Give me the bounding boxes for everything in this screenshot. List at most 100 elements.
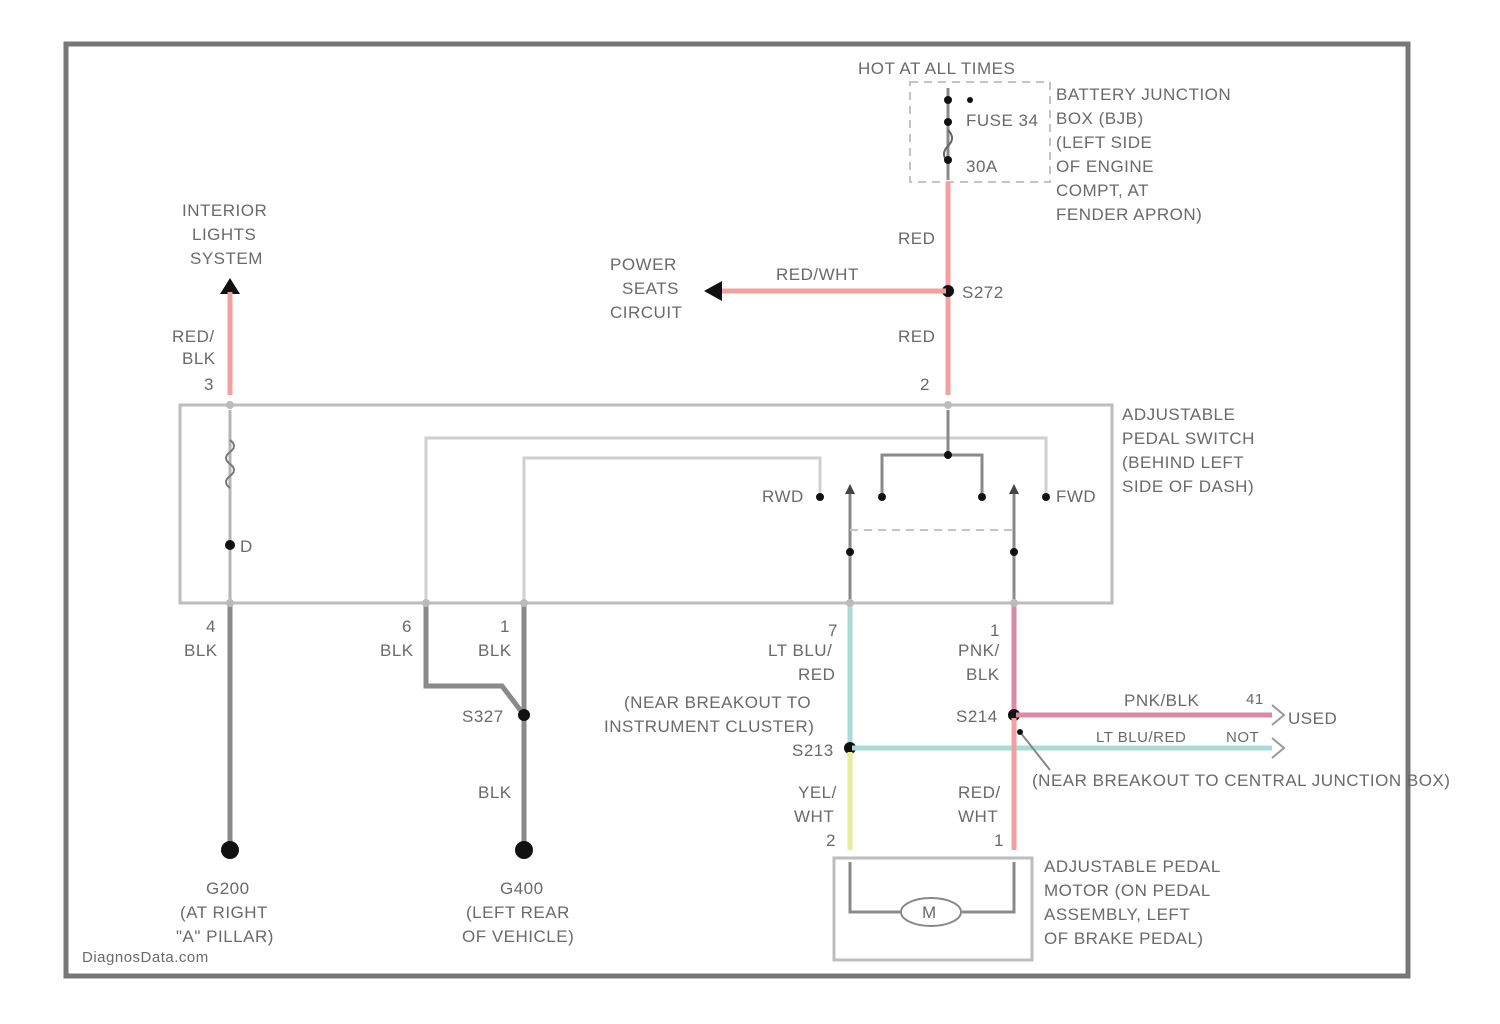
pin-label: 41 xyxy=(1246,691,1264,708)
svg-text:(LEFT REAR: (LEFT REAR xyxy=(466,903,570,922)
wire-label-red-blk: RED/ xyxy=(172,327,215,346)
svg-text:OF VEHICLE): OF VEHICLE) xyxy=(462,927,574,946)
switch-arm-arrow-icon xyxy=(845,484,855,494)
battery-junction-label: BATTERY JUNCTION BOX (BJB) (LEFT SIDE OF… xyxy=(1056,85,1231,224)
fuse-amp: 30A xyxy=(966,157,998,176)
switch-common-wire xyxy=(882,410,982,495)
wire-label-red-wht: WHT xyxy=(958,807,998,826)
near-breakout-cjb: (NEAR BREAKOUT TO CENTRAL JUNCTION BOX) xyxy=(1032,771,1450,790)
svg-text:COMPT, AT: COMPT, AT xyxy=(1056,181,1149,200)
pin-label: 1 xyxy=(990,621,1000,640)
pin-label: 2 xyxy=(826,831,836,850)
wire-label-pnk-blk: PNK/ xyxy=(958,641,1000,660)
splice-s272-label: S272 xyxy=(962,283,1004,302)
switch-contact xyxy=(878,493,886,501)
near-breakout-ic: INSTRUMENT CLUSTER) xyxy=(604,717,814,736)
arrow-left-icon xyxy=(704,281,722,301)
fuse-terminal xyxy=(944,118,952,126)
svg-text:BATTERY JUNCTION: BATTERY JUNCTION xyxy=(1056,85,1231,104)
pin-label: 7 xyxy=(828,621,838,640)
leader-line xyxy=(1020,732,1050,770)
leader-dot xyxy=(1017,729,1023,735)
connector-bracket-icon xyxy=(1272,705,1284,758)
switch-contact xyxy=(816,493,824,501)
svg-text:POWER: POWER xyxy=(610,255,677,274)
not-label: NOT xyxy=(1226,729,1259,746)
switch-contact xyxy=(1042,493,1050,501)
svg-text:FENDER APRON): FENDER APRON) xyxy=(1056,205,1202,224)
svg-text:INTERIOR: INTERIOR xyxy=(182,201,267,220)
switch-contact xyxy=(978,493,986,501)
fuse-terminal xyxy=(967,97,973,103)
svg-text:"A" PILLAR): "A" PILLAR) xyxy=(176,927,274,946)
svg-text:OF ENGINE: OF ENGINE xyxy=(1056,157,1154,176)
wire-label-pnk-blk-h: PNK/BLK xyxy=(1124,691,1199,710)
wire-label-blk: BLK xyxy=(184,641,218,660)
wire-label-red-wht: RED/ xyxy=(958,783,1001,802)
switch-internal-wire xyxy=(426,438,1046,600)
wire-label-blk: BLK xyxy=(478,641,512,660)
diagram-frame xyxy=(66,44,1408,976)
rwd-label: RWD xyxy=(762,487,804,506)
svg-text:ADJUSTABLE PEDAL: ADJUSTABLE PEDAL xyxy=(1044,857,1221,876)
wire-label-lt-blu-red: LT BLU/ xyxy=(768,641,832,660)
svg-text:ADJUSTABLE: ADJUSTABLE xyxy=(1122,405,1235,424)
svg-text:PEDAL SWITCH: PEDAL SWITCH xyxy=(1122,429,1255,448)
ground-g400 xyxy=(515,841,533,859)
svg-text:G200: G200 xyxy=(206,879,250,898)
wire-label-blk: BLK xyxy=(380,641,414,660)
switch-pivot xyxy=(846,548,854,556)
fwd-label: FWD xyxy=(1056,487,1096,506)
diode-label: D xyxy=(240,537,253,556)
wire-label-red-wht: RED/WHT xyxy=(776,265,859,284)
wire-label-blk: BLK xyxy=(478,783,512,802)
svg-text:OF BRAKE PEDAL): OF BRAKE PEDAL) xyxy=(1044,929,1204,948)
adjustable-pedal-switch xyxy=(180,405,1112,603)
wire-label-yel-wht: WHT xyxy=(794,807,834,826)
svg-text:CIRCUIT: CIRCUIT xyxy=(610,303,682,322)
svg-text:MOTOR (ON PEDAL: MOTOR (ON PEDAL xyxy=(1044,881,1211,900)
svg-text:LIGHTS: LIGHTS xyxy=(192,225,256,244)
svg-text:(LEFT SIDE: (LEFT SIDE xyxy=(1056,133,1152,152)
interior-lights-label: INTERIOR LIGHTS SYSTEM xyxy=(182,201,267,268)
ground-g400-label: G400 (LEFT REAR OF VEHICLE) xyxy=(462,879,574,946)
motor-symbol: M xyxy=(922,903,937,922)
splice-s327-label: S327 xyxy=(462,707,504,726)
splice-s214-label: S214 xyxy=(956,707,998,726)
switch-label: ADJUSTABLE PEDAL SWITCH (BEHIND LEFT SID… xyxy=(1122,405,1255,496)
near-breakout-ic: (NEAR BREAKOUT TO xyxy=(624,693,811,712)
svg-text:G400: G400 xyxy=(500,879,544,898)
switch-arm-arrow-icon xyxy=(1009,484,1019,494)
switch-internal-wire xyxy=(524,458,820,600)
svg-text:BOX (BJB): BOX (BJB) xyxy=(1056,109,1144,128)
used-label: USED xyxy=(1288,709,1337,728)
pin-label: 6 xyxy=(402,617,412,636)
connector-pins xyxy=(226,401,1018,607)
wire-label-pnk-blk: BLK xyxy=(966,665,1000,684)
pin-label: 1 xyxy=(500,617,510,636)
wire-label-red-blk: BLK xyxy=(182,349,216,368)
splice-s213-label: S213 xyxy=(792,741,834,760)
fuse-terminal xyxy=(944,96,952,104)
pin-label: 3 xyxy=(204,375,214,394)
hot-label: HOT AT ALL TIMES xyxy=(858,59,1015,78)
wire-label-red: RED xyxy=(898,327,935,346)
svg-text:SIDE OF DASH): SIDE OF DASH) xyxy=(1122,477,1254,496)
svg-text:SEATS: SEATS xyxy=(622,279,679,298)
wire-label-red: RED xyxy=(898,229,935,248)
wire-label-yel-wht: YEL/ xyxy=(798,783,837,802)
motor-label: ADJUSTABLE PEDAL MOTOR (ON PEDAL ASSEMBL… xyxy=(1044,857,1221,948)
switch-junction xyxy=(944,451,952,459)
watermark: DiagnosData.com xyxy=(82,949,209,966)
svg-text:(AT RIGHT: (AT RIGHT xyxy=(180,903,268,922)
fuse-terminal xyxy=(944,156,952,164)
svg-text:SYSTEM: SYSTEM xyxy=(190,249,263,268)
ground-g200 xyxy=(221,841,239,859)
pin-label: 2 xyxy=(920,375,930,394)
pin-label: 4 xyxy=(206,617,216,636)
power-seats-label: POWER SEATS CIRCUIT xyxy=(610,255,682,322)
ground-g200-label: G200 (AT RIGHT "A" PILLAR) xyxy=(176,879,274,946)
fuse-label: FUSE 34 xyxy=(966,111,1038,130)
switch-pivot xyxy=(1010,548,1018,556)
